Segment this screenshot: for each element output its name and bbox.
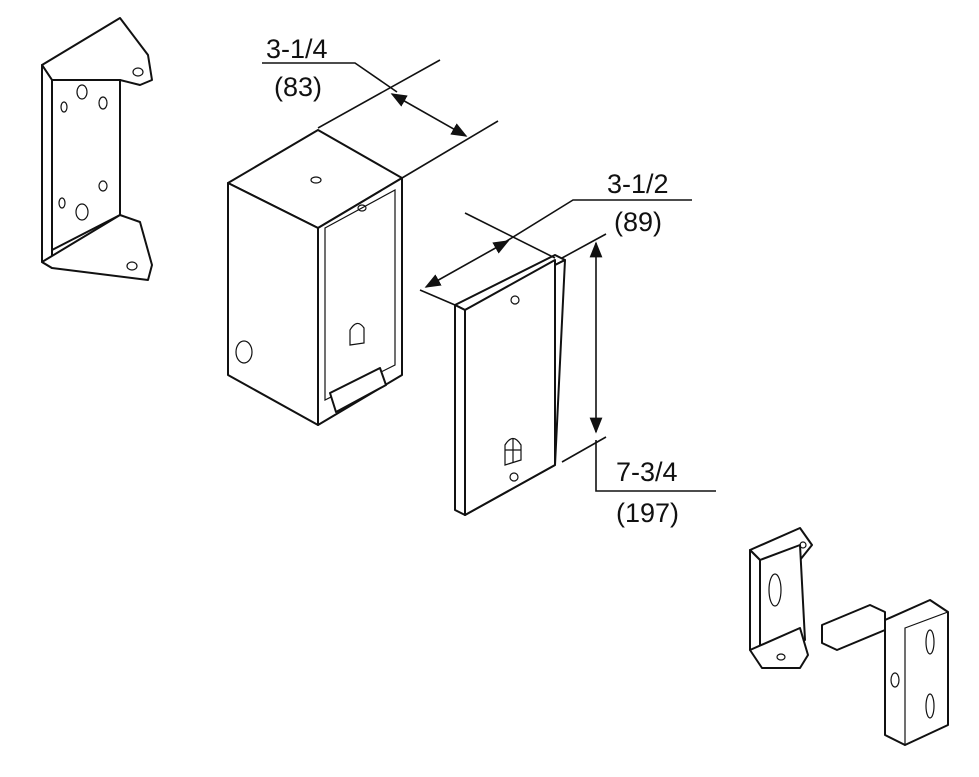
depth-imperial-label: 3-1/4	[266, 34, 328, 64]
height-imperial-label: 7-3/4	[616, 457, 678, 487]
width-imperial-label: 3-1/2	[607, 169, 669, 199]
height-metric-label: (197)	[616, 498, 680, 528]
lock-housing	[227, 129, 403, 426]
depth-metric-label: (83)	[274, 72, 323, 102]
mounting-bracket	[41, 17, 153, 281]
face-plate	[454, 254, 566, 516]
strike-parts	[749, 527, 949, 746]
width-metric-label: (89)	[614, 207, 663, 237]
dimension-lines	[262, 59, 716, 492]
